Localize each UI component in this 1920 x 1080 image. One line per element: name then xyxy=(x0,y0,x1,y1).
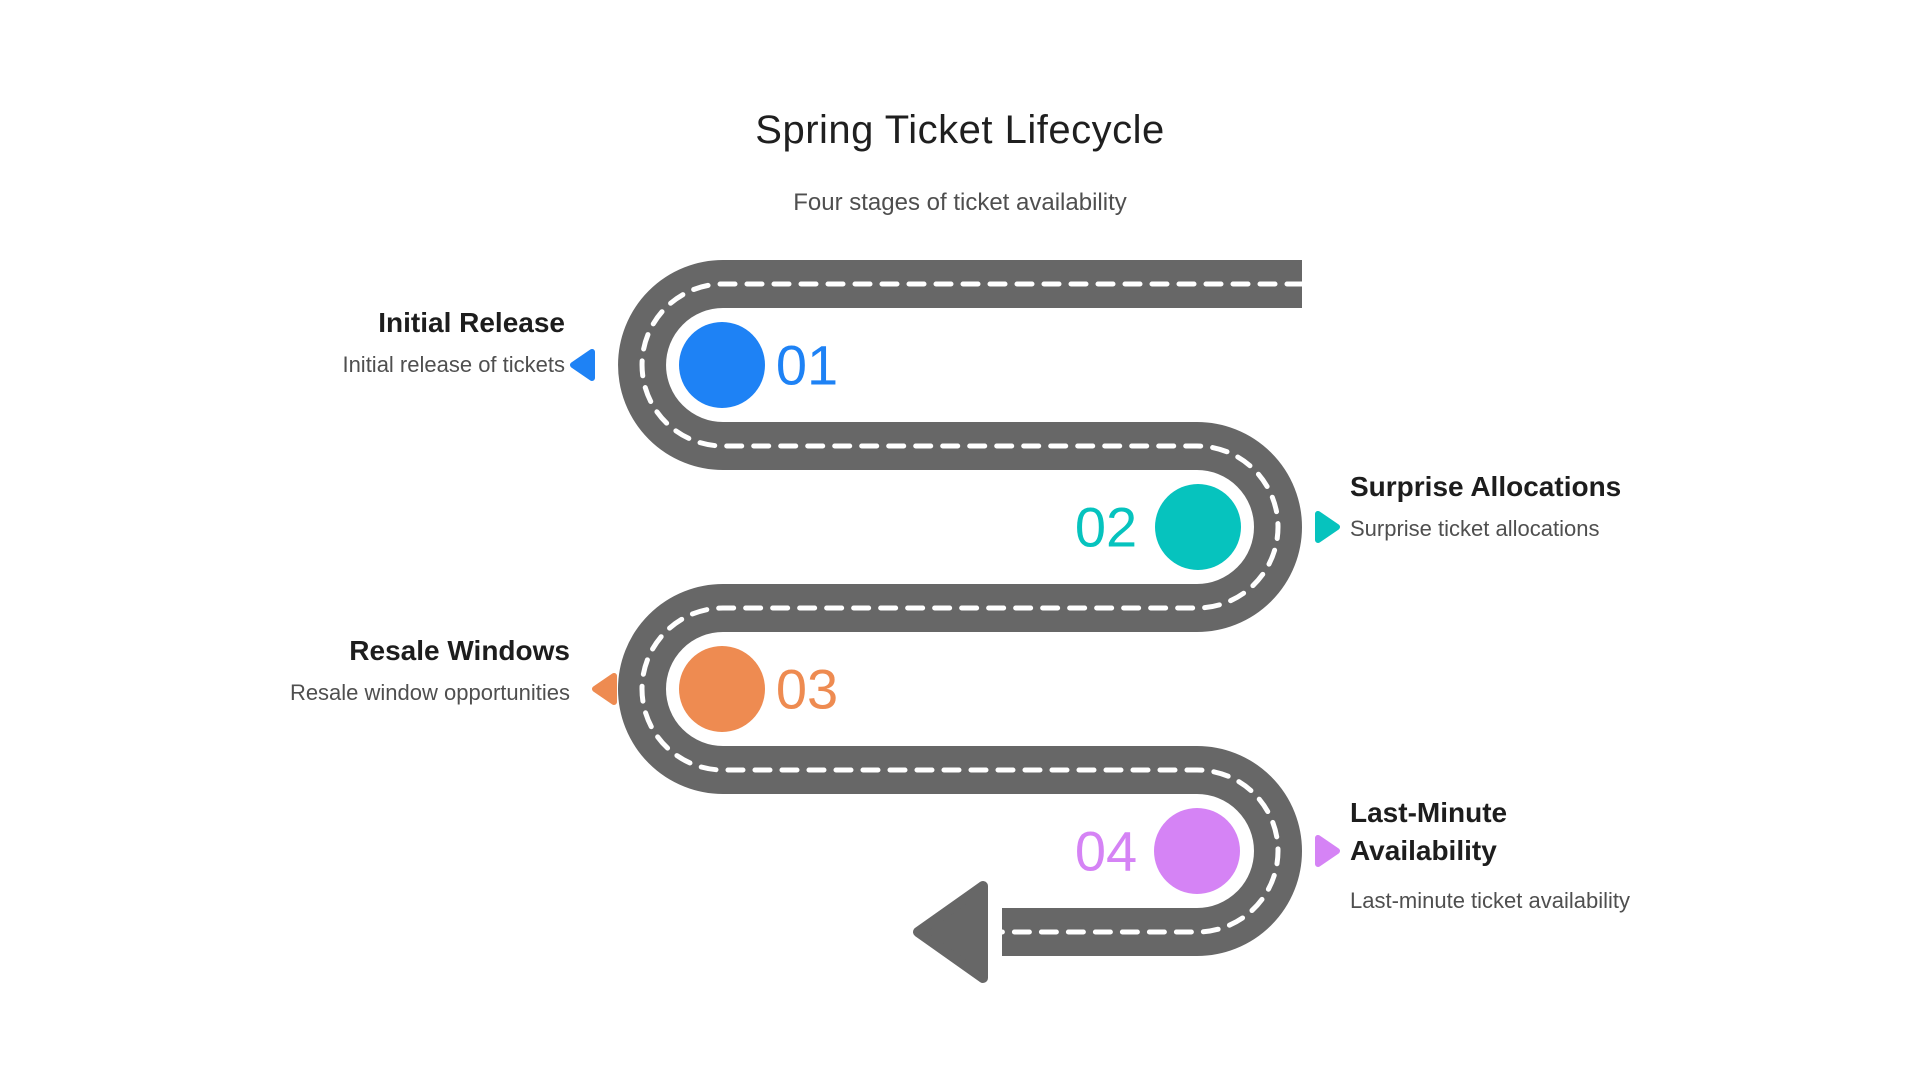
stage-description: Resale window opportunities xyxy=(289,680,570,705)
stage-3-marker xyxy=(679,646,765,732)
stage-4-label: Last-Minute Availability Last-minute tic… xyxy=(1350,794,1650,917)
stage-2-pointer-icon xyxy=(1315,511,1340,543)
stage-2-label: Surprise Allocations Surprise ticket all… xyxy=(1350,468,1650,545)
stage-title: Resale Windows xyxy=(349,635,570,666)
stage-1-marker xyxy=(679,322,765,408)
stage-title: Surprise Allocations xyxy=(1350,471,1622,502)
stage-2-number: 02 xyxy=(1074,495,1138,559)
stage-description: Surprise ticket allocations xyxy=(1350,516,1600,541)
stage-3-number: 03 xyxy=(775,657,839,721)
stage-title: Initial Release xyxy=(378,307,565,338)
stage-description: Last-minute ticket availability xyxy=(1350,888,1631,913)
stage-3-pointer-icon xyxy=(592,673,617,705)
page-subtitle: Four stages of ticket availability xyxy=(793,189,1127,216)
stage-1-pointer-icon xyxy=(570,349,595,381)
stage-1-number: 01 xyxy=(775,333,839,397)
road-center-dashes-icon xyxy=(639,281,1305,935)
stage-4-number: 04 xyxy=(1074,819,1138,883)
stage-2-marker xyxy=(1155,484,1241,570)
stage-4-pointer-icon xyxy=(1315,835,1340,867)
stage-4-marker xyxy=(1154,808,1240,894)
stage-description: Initial release of tickets xyxy=(342,352,565,377)
page-title: Spring Ticket Lifecycle xyxy=(755,108,1165,152)
stage-3-label: Resale Windows Resale window opportuniti… xyxy=(190,632,570,709)
stage-title: Last-Minute Availability xyxy=(1350,797,1508,866)
stage-1-label: Initial Release Initial release of ticke… xyxy=(185,304,565,381)
road-end-arrow-icon xyxy=(913,881,988,983)
